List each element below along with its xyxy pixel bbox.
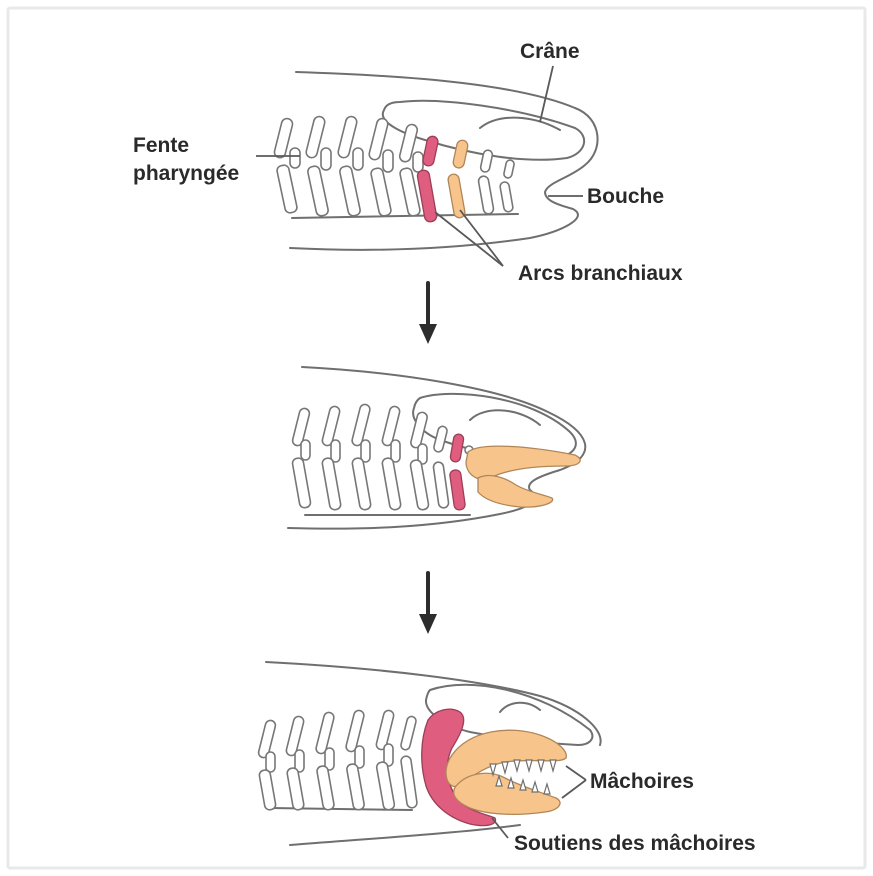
transition-arrow-2 (419, 573, 437, 634)
stage-1-skull-leader (540, 66, 553, 122)
jaw-supports-label: Soutiens des mâchoires (514, 832, 756, 855)
stage-1-orange-arch-lower (447, 173, 465, 218)
gill-arches-label: Arcs branchiaux (518, 262, 683, 285)
pharyngeal-slit-label-line1: Fente (133, 134, 189, 157)
stage-3-gill-arches (258, 709, 418, 810)
stage-1-jawless-ancestor: Crâne Fente pharyngée Bouche Arcs branch… (133, 40, 683, 285)
skull-label: Crâne (520, 40, 580, 63)
mouth-label: Bouche (587, 185, 664, 208)
stage-2-lower-jaw (478, 476, 553, 508)
jaws-label: Mâchoires (590, 770, 694, 793)
stage-1-arches-leader-pink (435, 212, 503, 266)
pharyngeal-slit-label-line2: pharyngée (133, 162, 239, 185)
stage-2-pink-arch-lower (449, 469, 465, 510)
stage-3-belly-outline (290, 825, 520, 845)
stage-3-jaws-leader-lower (562, 780, 586, 798)
stage-1-pink-arch-lower (417, 169, 438, 222)
stage-1-body-outline (290, 72, 598, 250)
stage-3-jaws-leader-upper (566, 766, 586, 780)
stage-3-jawed-vertebrate: Mâchoires Soutiens des mâchoires (258, 662, 756, 855)
transition-arrow-1 (419, 283, 437, 344)
stage-2-intermediate (288, 367, 585, 529)
